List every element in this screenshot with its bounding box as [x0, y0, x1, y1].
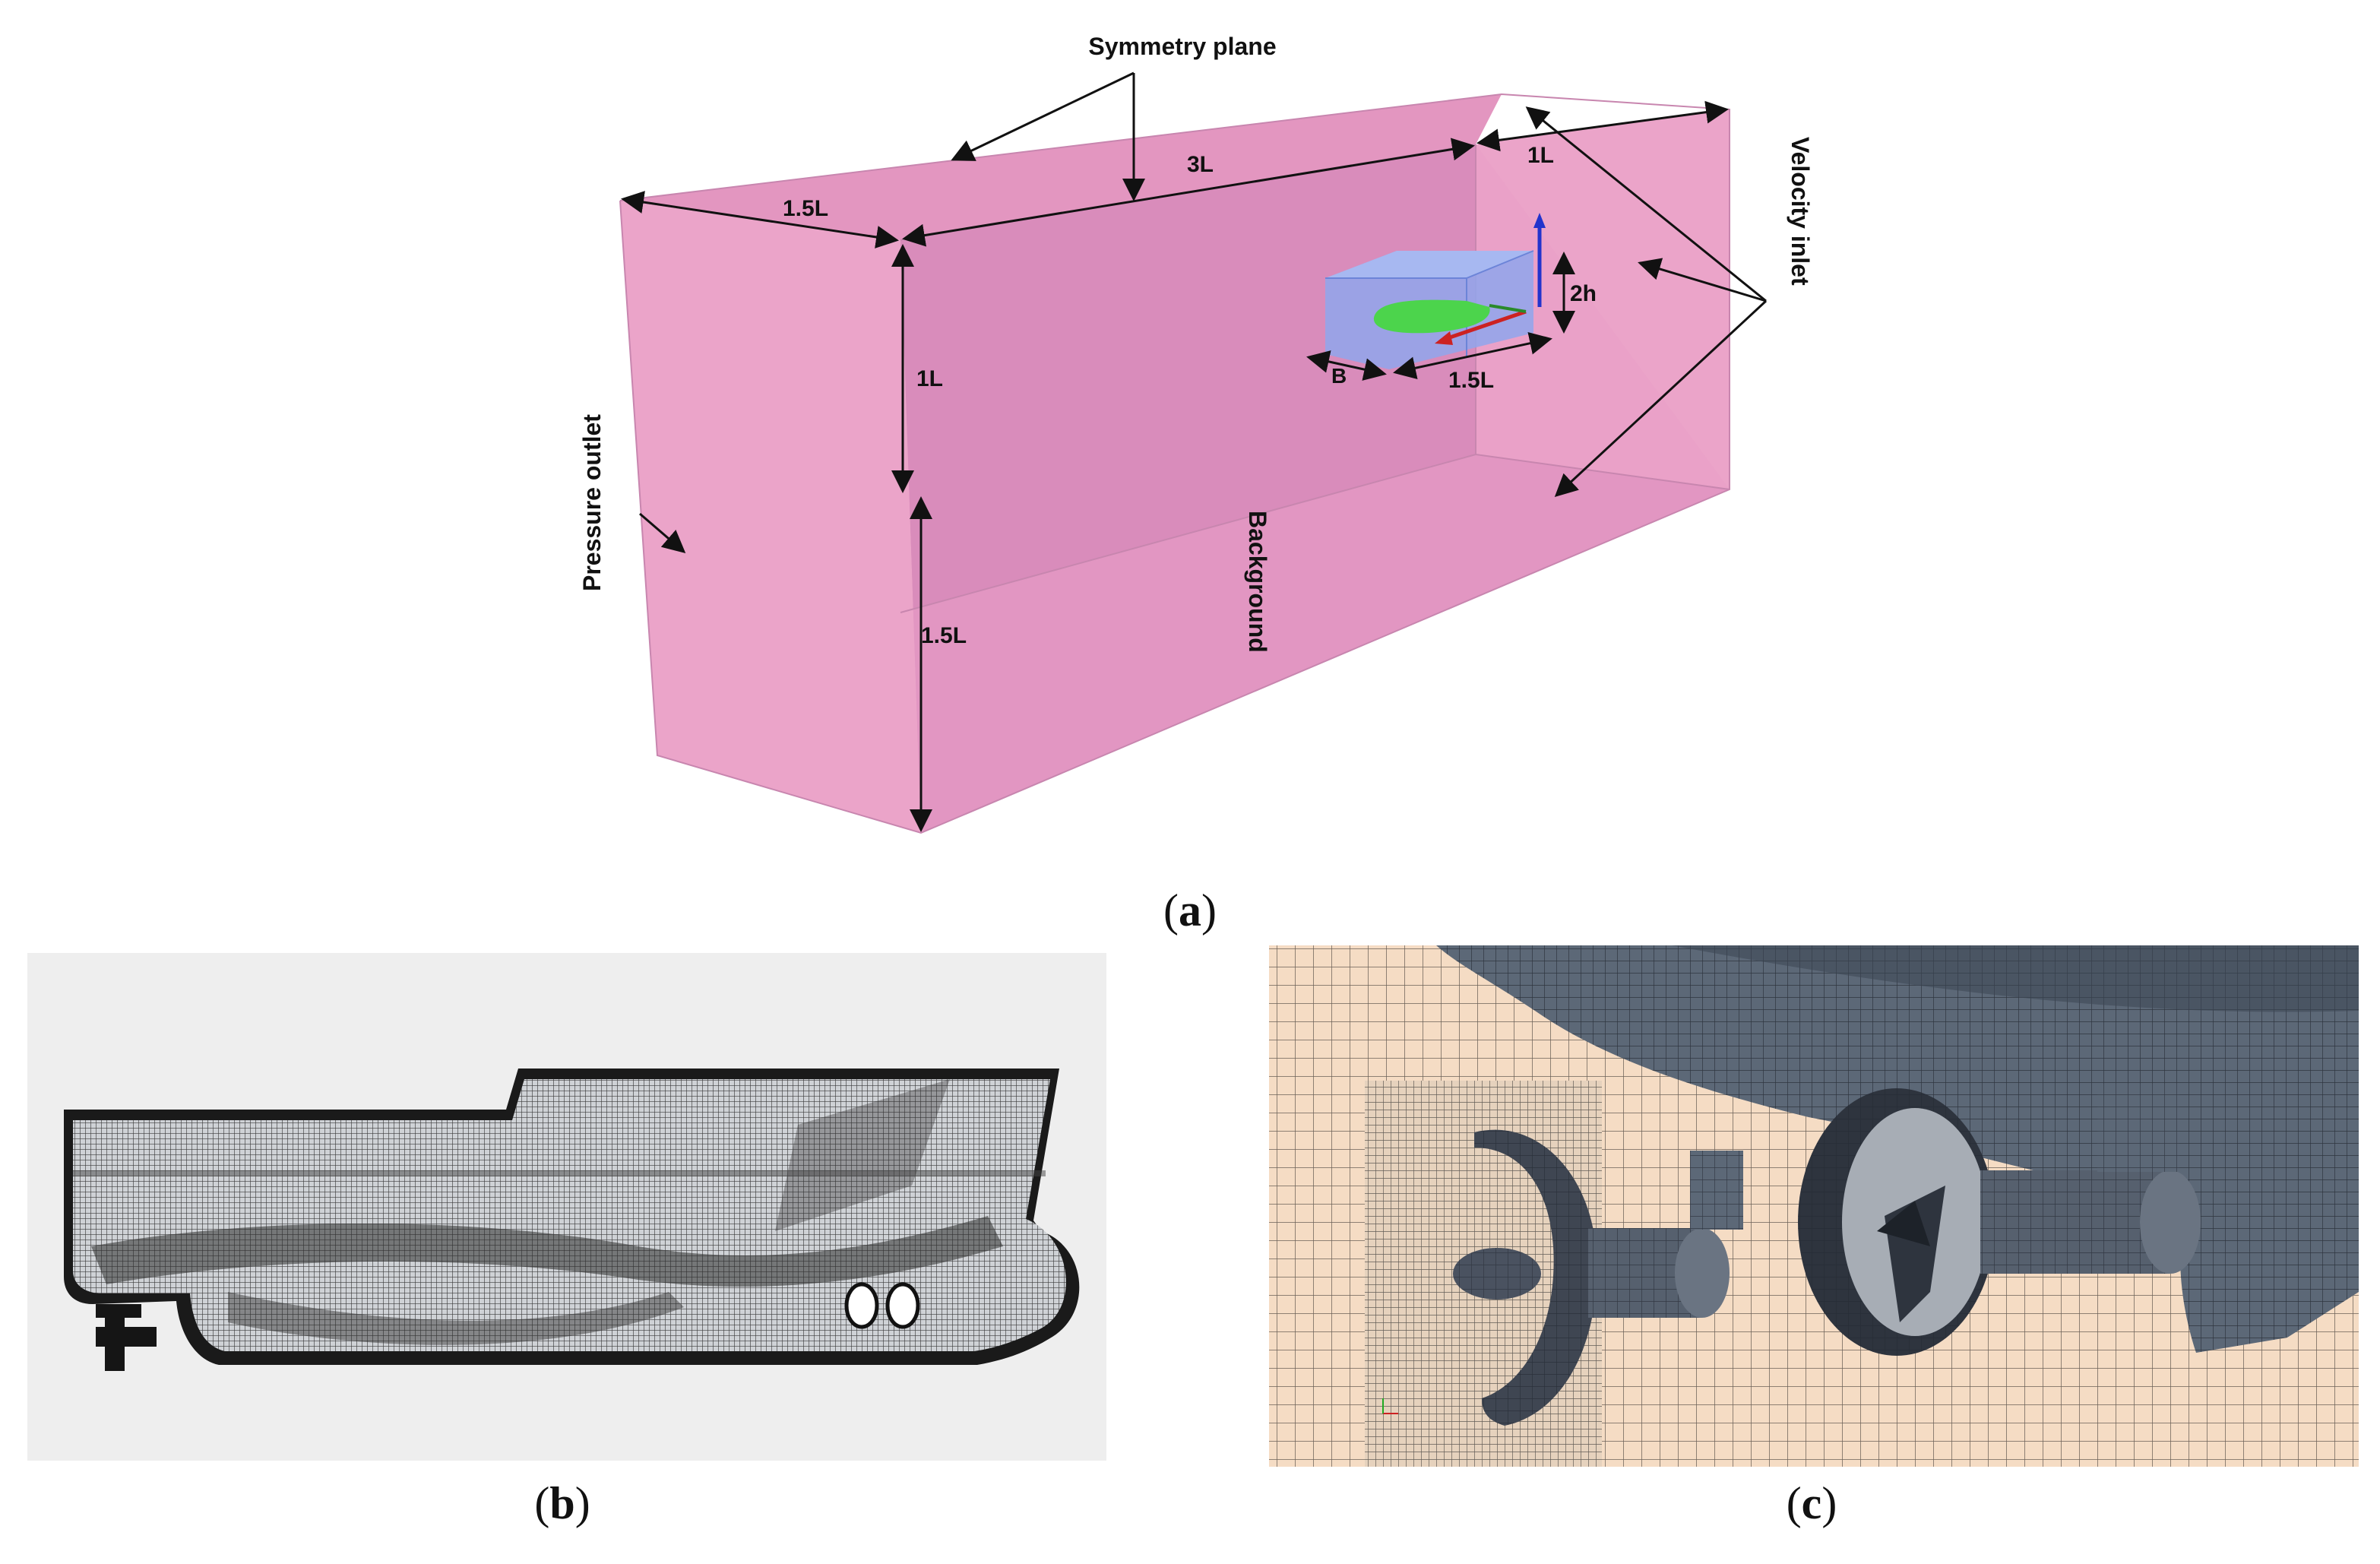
domain-outlet-face	[620, 201, 921, 833]
panel-b-hull-mesh	[27, 953, 1106, 1461]
panel-c-thruster-mesh	[1269, 945, 2359, 1467]
label-dim-height-upper: 1L	[916, 366, 943, 391]
label-dim-height-lower: 1.5L	[921, 623, 967, 648]
panel-a-domain-diagram: Symmetry plane 1.5L 3L 1L 1L 1.5L 2h B 1…	[578, 33, 1814, 936]
label-background: Background	[1244, 511, 1271, 653]
label-dim-box-length: 1.5L	[1448, 368, 1494, 393]
axis-triad	[1382, 1398, 1398, 1414]
label-symmetry-plane: Symmetry plane	[1088, 33, 1276, 60]
thruster-left	[1453, 1129, 1743, 1426]
label-pressure-outlet: Pressure outlet	[578, 414, 606, 591]
rudder-block	[96, 1304, 157, 1371]
label-dim-box-height: 2h	[1570, 281, 1597, 306]
thruster-opening-1	[844, 1282, 879, 1329]
thruster-right	[1798, 1084, 2201, 1356]
label-dim-length-top: 3L	[1187, 152, 1214, 177]
label-dim-box-width: B	[1331, 364, 1347, 388]
caption-a: (a)	[1163, 885, 1217, 936]
ship-hull	[1373, 299, 1490, 334]
label-dim-inlet-top: 1L	[1527, 143, 1554, 168]
caption-c: (c)	[1787, 1478, 1837, 1528]
caption-b: (b)	[534, 1478, 590, 1528]
thruster-opening-2	[885, 1282, 920, 1329]
label-dim-width-top: 1.5L	[783, 196, 828, 221]
label-velocity-inlet: Velocity inlet	[1787, 137, 1814, 286]
